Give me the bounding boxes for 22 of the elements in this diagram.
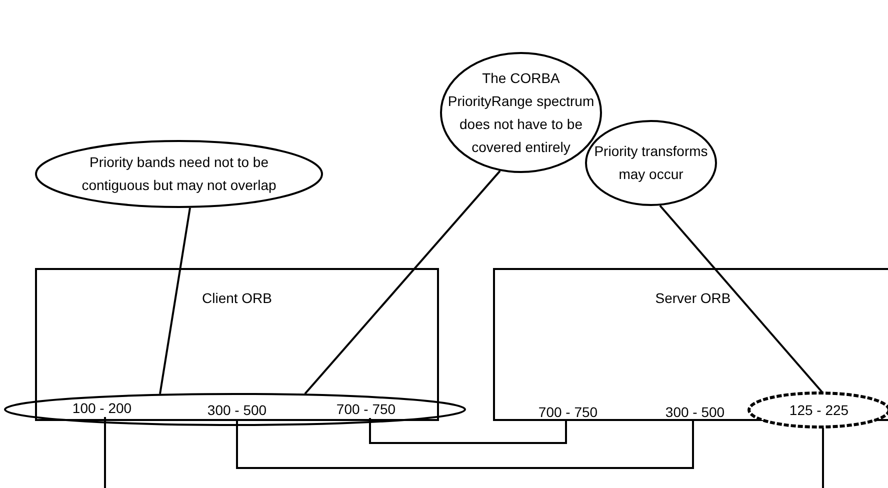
priority-range-label: 300 - 500 bbox=[663, 404, 727, 421]
priority-range-label: 100 - 200 bbox=[70, 400, 134, 417]
priority-range-label: 300 - 500 bbox=[205, 402, 269, 419]
callout-ellipse bbox=[585, 120, 717, 206]
priority-range-label: 700 - 750 bbox=[334, 401, 398, 418]
leader-line bbox=[659, 204, 823, 393]
leader-line bbox=[159, 208, 191, 394]
callout-text: Priority bands need not to be contiguous but may not overlap bbox=[80, 153, 278, 195]
connector-line bbox=[104, 417, 106, 488]
connector-line bbox=[236, 419, 694, 469]
callout-ellipse bbox=[35, 140, 323, 208]
connector-line bbox=[369, 418, 567, 444]
band-group-ellipse bbox=[4, 393, 466, 426]
orb-box bbox=[35, 268, 439, 421]
leader-line bbox=[304, 170, 501, 394]
callout-text: Priority transforms may occur bbox=[593, 142, 709, 184]
priority-range-label: 700 - 750 bbox=[536, 404, 600, 421]
callout-text: The CORBA PriorityRange spectrum does not have to be covered entirely bbox=[446, 68, 595, 157]
orb-label: Client ORB bbox=[200, 289, 274, 308]
priority-range-label: 125 - 225 bbox=[789, 400, 849, 420]
orb-label: Server ORB bbox=[654, 289, 732, 308]
connector-line bbox=[822, 428, 824, 488]
